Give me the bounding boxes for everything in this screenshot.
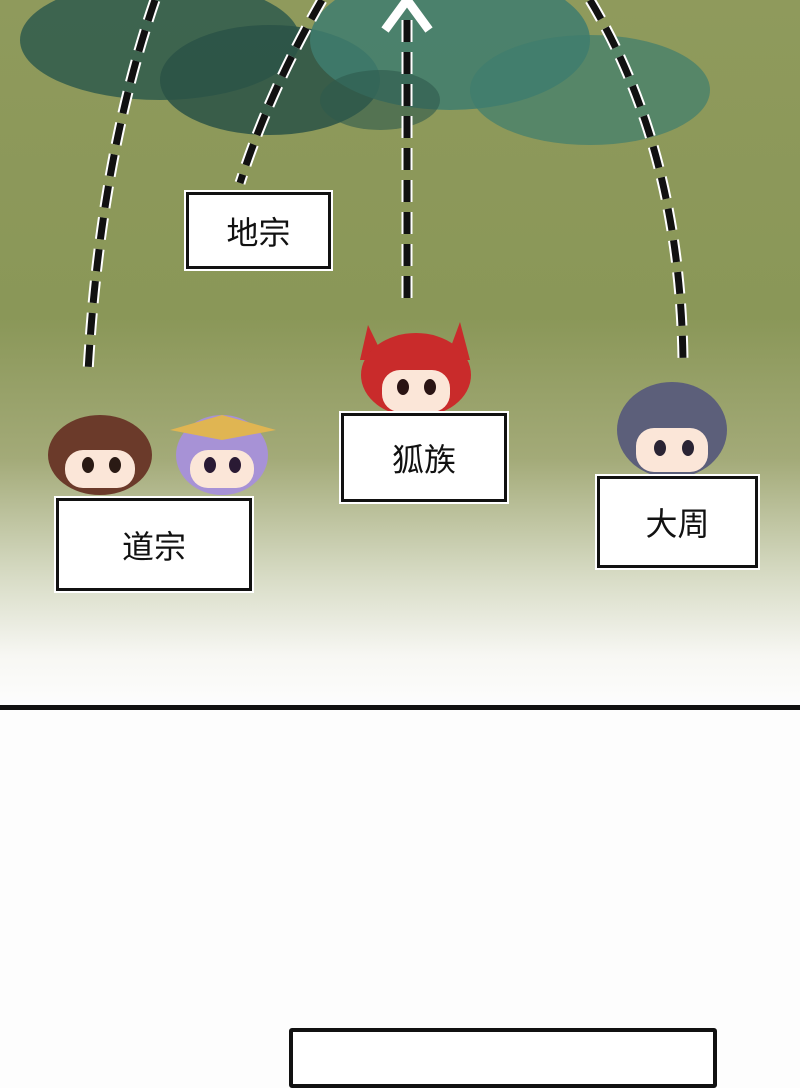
character-fox-girl <box>360 322 471 417</box>
dashed-arrows <box>82 0 689 373</box>
label-huzu: 狐族 <box>341 413 507 502</box>
label-daozong: 道宗 <box>56 498 252 591</box>
scene-art <box>20 0 727 495</box>
character-purple-hair <box>170 415 276 495</box>
character-gray-hair <box>617 382 727 478</box>
label-dazhou: 大周 <box>597 476 758 568</box>
panel-divider <box>0 705 800 710</box>
character-brown-hair <box>48 415 152 495</box>
speech-box <box>289 1028 717 1088</box>
label-text: 大周 <box>645 505 710 543</box>
comic-panel: 地宗 狐族 道宗 大周 <box>0 0 800 705</box>
label-text: 狐族 <box>391 440 456 479</box>
label-text: 地宗 <box>226 213 291 252</box>
dark-clouds <box>20 0 710 145</box>
label-text: 道宗 <box>121 527 186 566</box>
label-dizong: 地宗 <box>186 192 331 269</box>
arrow-head <box>381 0 433 33</box>
